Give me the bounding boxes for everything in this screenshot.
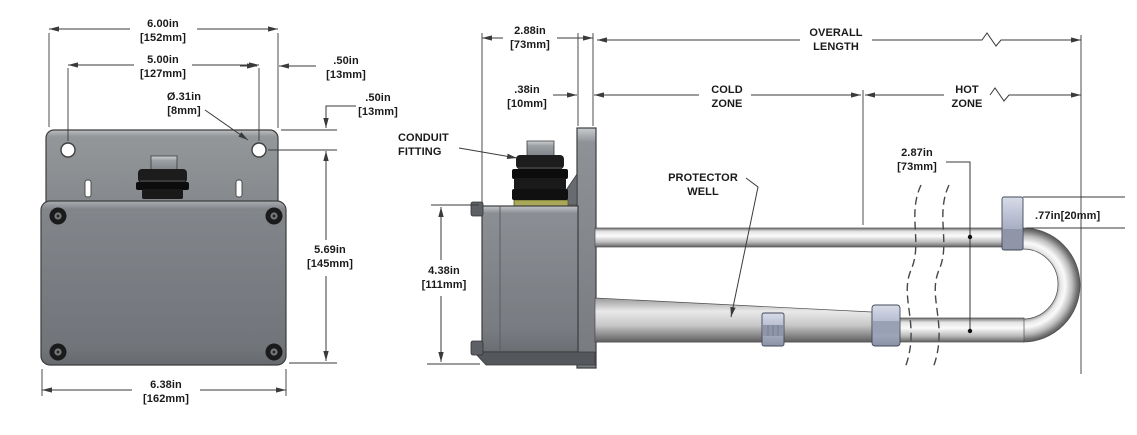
label-text: WELL [687, 186, 719, 198]
terminal-enclosure-side [481, 205, 579, 353]
corner-screw [265, 343, 283, 361]
dim-enclosure-height: 4.38in [111mm] [422, 204, 480, 365]
dim-text: [73mm] [897, 161, 937, 173]
cover-bolt-bottom [470, 340, 484, 356]
dim-text: HOT [955, 84, 979, 96]
dim-text: 5.00in [147, 54, 179, 66]
label-text: FITTING [398, 146, 441, 158]
dim-text: [127mm] [140, 68, 186, 80]
dim-hole-diameter: Ø.31in [8mm] [167, 91, 249, 141]
tube-clamp [761, 312, 785, 347]
corner-screw [49, 207, 67, 225]
dim-text: 4.38in [428, 265, 460, 277]
dim-text: [162mm] [143, 393, 189, 405]
dim-text: Ø.31in [167, 91, 201, 103]
dim-text: [111mm] [422, 279, 467, 291]
dim-text: 5.69in [314, 244, 346, 256]
dim-text: 2.87in [901, 147, 933, 159]
dim-cold-zone: COLD ZONE [594, 84, 864, 225]
dim-text: [145mm] [307, 258, 353, 270]
plate-slot-right [235, 179, 243, 198]
dim-base-width: 6.38in [162mm] [41, 369, 287, 405]
well-collar [871, 304, 901, 347]
break-line-right [932, 184, 950, 369]
mounting-plate-side [576, 127, 597, 369]
conduit-fitting-side [512, 140, 568, 200]
dim-text: 2.88in [514, 25, 546, 37]
dim-text: 6.38in [150, 379, 182, 391]
front-view: 6.00in [152mm] 5.00in [127mm] Ø.31in [8m… [40, 18, 398, 405]
protector-well-leader [730, 177, 759, 318]
dim-text: ZONE [952, 98, 983, 110]
dim-text: COLD [711, 84, 743, 96]
dim-text: .50in [365, 92, 391, 104]
label-text: PROTECTOR [668, 172, 738, 184]
mounting-hole-left [60, 142, 76, 158]
label-text: CONDUIT [398, 132, 449, 144]
label-protector-well: PROTECTOR WELL [668, 172, 759, 318]
side-view: 2.88in [73mm] .38in [10mm] OVERALL LENGT… [398, 25, 1125, 374]
dim-hole-edge-offset-h: .50in [13mm] [240, 55, 366, 81]
dim-text: [152mm] [140, 32, 186, 44]
dim-text: [13mm] [358, 106, 398, 118]
dim-enclosure-depth: 2.88in [73mm] [481, 25, 594, 203]
corner-screw [49, 343, 67, 361]
dim-text: LENGTH [813, 41, 859, 53]
dim-text: OVERALL [809, 27, 862, 39]
dim-element-spacing: 2.87in [73mm] [897, 147, 973, 334]
dim-text: [73mm] [510, 39, 550, 51]
dim-hole-edge-offset-v: .50in [13mm] [268, 92, 398, 151]
dim-text: .50in [333, 55, 359, 67]
enclosure-underside [473, 351, 596, 366]
conduit-fitting-leader [458, 147, 518, 159]
element-upper-leg [594, 227, 1025, 248]
break-line-left [904, 184, 922, 369]
dim-text: [10mm] [507, 98, 547, 110]
dim-overall-length: OVERALL LENGTH [597, 27, 1082, 374]
dim-text: [8mm] [167, 105, 201, 117]
conduit-fitting-front [136, 155, 189, 199]
plate-slot-left [84, 179, 92, 198]
dim-text: .77in[20mm] [1035, 210, 1101, 222]
dim-text: ZONE [712, 98, 743, 110]
mounting-hole-right [251, 142, 267, 158]
dim-text: 6.00in [147, 18, 179, 30]
element-u-bend [1022, 227, 1081, 343]
hole-diameter-leader [204, 109, 249, 141]
bend-clamp [1001, 196, 1024, 251]
dim-plate-thickness: .38in [10mm] [507, 84, 577, 110]
dim-overall-width: 6.00in [152mm] [48, 18, 279, 128]
dim-body-height: 5.69in [145mm] [289, 151, 353, 364]
dim-text: [13mm] [326, 69, 366, 81]
label-conduit-fitting: CONDUIT FITTING [398, 132, 518, 159]
terminal-enclosure-front [40, 200, 287, 366]
dim-bend-clamp-offset: .77in[20mm] [1023, 196, 1125, 229]
corner-screw [265, 207, 283, 225]
cover-bolt-top [470, 201, 484, 217]
dim-text: .38in [514, 84, 540, 96]
dim-hot-zone: HOT ZONE [865, 84, 1081, 110]
